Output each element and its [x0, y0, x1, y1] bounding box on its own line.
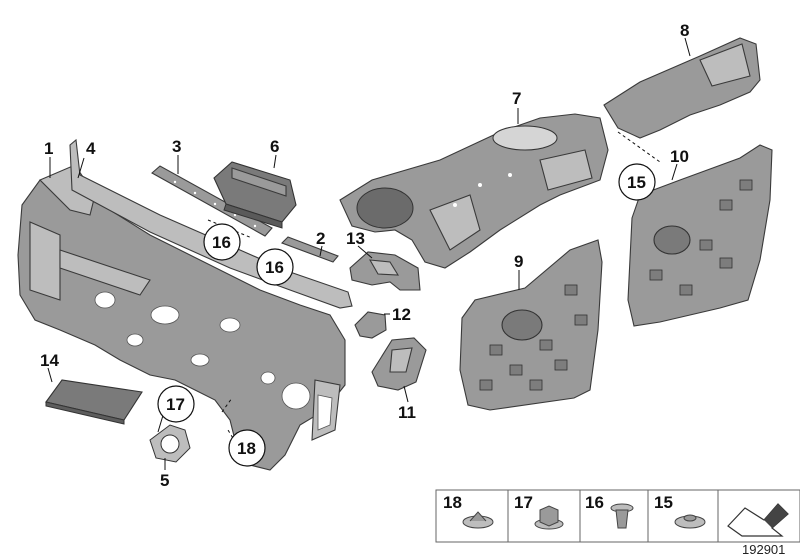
callout-6: 6	[270, 137, 279, 156]
callout-4: 4	[86, 139, 96, 158]
callout-9: 9	[514, 252, 523, 271]
part-14-insulation-mat	[45, 379, 143, 425]
part-7-tunnel	[339, 113, 609, 269]
hex-nut-washer-icon	[534, 505, 564, 530]
circled-callouts: 16 16 15 17 18	[157, 163, 656, 467]
part-5-ring-seal	[149, 424, 191, 463]
callout-13: 13	[346, 229, 365, 248]
callout-12: 12	[392, 305, 411, 324]
flat-washer-icon	[462, 511, 494, 529]
legend-item-18: 18	[443, 493, 494, 529]
legend-label-16: 16	[585, 493, 604, 512]
spring-nut-icon	[674, 514, 706, 529]
callout-17: 17	[166, 395, 185, 414]
direction-arrow-icon	[727, 503, 789, 537]
callout-5: 5	[160, 471, 169, 490]
callout-2: 2	[316, 229, 325, 248]
part-3-strip	[151, 165, 273, 237]
legend-label-18: 18	[443, 493, 462, 512]
part-12-piece	[354, 311, 387, 339]
part-2-strip	[281, 236, 339, 263]
part-11-piece	[371, 337, 427, 391]
fastener-legend: 18 17 16 15	[435, 489, 800, 543]
leader-lines	[47, 37, 691, 470]
callout-15: 15	[627, 173, 646, 192]
legend-item-17: 17	[514, 493, 564, 530]
part-10-door-insulation	[627, 144, 773, 327]
callout-7: 7	[512, 89, 521, 108]
callout-10: 10	[670, 147, 689, 166]
part-8-rear-tunnel	[603, 37, 761, 139]
callout-11: 11	[398, 403, 416, 422]
part-13-bracket	[349, 251, 421, 291]
callout-8: 8	[680, 21, 689, 40]
callout-16-left: 16	[212, 233, 231, 252]
callout-labels: 1 4 3 6 2 13 7 8 10 9 12 11 14 5	[40, 21, 689, 490]
callout-18: 18	[237, 439, 256, 458]
part-9-door-insulation	[459, 239, 603, 411]
callout-14: 14	[40, 351, 59, 370]
legend-label-15: 15	[654, 493, 673, 512]
legend-item-16: 16	[585, 493, 634, 529]
reference-number: 192901	[742, 542, 785, 557]
legend-label-17: 17	[514, 493, 533, 512]
callout-1: 1	[44, 139, 53, 158]
part-6-box	[213, 161, 297, 229]
part-1-bulkhead	[17, 164, 346, 471]
callout-16-right: 16	[265, 258, 284, 277]
callout-3: 3	[172, 137, 181, 156]
part-4-seal-strip	[69, 138, 353, 309]
expanding-rivet-icon	[610, 503, 634, 529]
legend-item-15: 15	[654, 493, 706, 529]
